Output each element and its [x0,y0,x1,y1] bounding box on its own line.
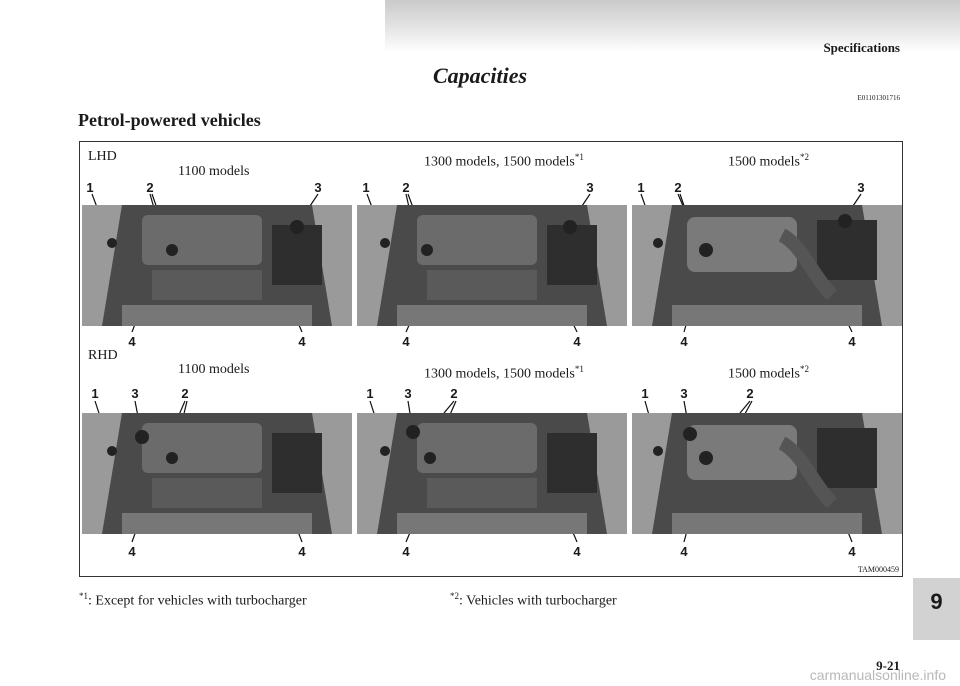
lhd-model-1300-1500-label: 1300 models, 1500 models*1 [424,152,584,170]
chapter-tab [913,578,960,640]
callout-4: 4 [128,334,136,349]
subtitle: Petrol-powered vehicles [78,110,261,130]
callout-3: 3 [857,180,865,195]
callout-4: 4 [573,334,581,349]
callout-2: 2 [402,180,410,195]
callout-4: 4 [402,544,410,559]
chapter-tab-number: 9 [930,589,943,614]
rhd-model-1500-label: 1500 models*2 [728,364,809,382]
callout-2: 2 [450,386,458,401]
callout-2: 2 [746,386,754,401]
callout-4: 4 [848,544,856,559]
lhd-model-1500-label: 1500 models*2 [728,152,809,170]
callout-1: 1 [637,180,645,195]
callout-3: 3 [586,180,594,195]
callout-2: 2 [181,386,189,401]
callout-1: 1 [91,386,99,401]
rhd-label: RHD [88,348,118,363]
header-band [385,0,960,52]
callout-4: 4 [573,544,581,559]
engine-photo-rhd-1300-1500 [357,413,627,534]
page-number: 9-21 [876,658,900,673]
engine-photo-rhd-1500-turbo [632,413,902,534]
engine-photo-lhd-1500-turbo [632,205,902,326]
rhd-model-1100-label: 1100 models [178,362,250,377]
callout-2: 2 [674,180,682,195]
callout-4: 4 [298,544,306,559]
figure-code: TAM000459 [857,565,899,574]
callout-3: 3 [131,386,139,401]
callout-4: 4 [298,334,306,349]
engine-photo-lhd-1300-1500 [357,205,627,326]
callout-1: 1 [362,180,370,195]
engine-photo-rhd-1100 [82,413,352,534]
lhd-label: LHD [88,149,117,164]
engine-photo-lhd-1100 [82,205,352,326]
callout-4: 4 [680,334,688,349]
callout-3: 3 [314,180,322,195]
page-title: Capacities [432,63,528,88]
watermark: carmanualsonline.info [809,667,946,683]
callout-4: 4 [680,544,688,559]
section-title: Specifications [823,40,900,55]
lhd-model-1100-label: 1100 models [178,164,250,179]
callout-4: 4 [128,544,136,559]
footnote-1: *1: Except for vehicles with turbocharge… [79,591,307,609]
callout-3: 3 [680,386,688,401]
callout-1: 1 [366,386,374,401]
callout-1: 1 [641,386,649,401]
engine-bay-figure: LHD 1100 models 1300 models, 1500 models… [79,141,903,577]
callout-1: 1 [86,180,94,195]
callout-3: 3 [404,386,412,401]
footnote-2: *2: Vehicles with turbocharger [450,591,617,609]
document-code: E01101301716 [857,94,900,102]
callout-4: 4 [402,334,410,349]
callout-2: 2 [146,180,154,195]
rhd-model-1300-1500-label: 1300 models, 1500 models*1 [424,364,584,382]
callout-4: 4 [848,334,856,349]
